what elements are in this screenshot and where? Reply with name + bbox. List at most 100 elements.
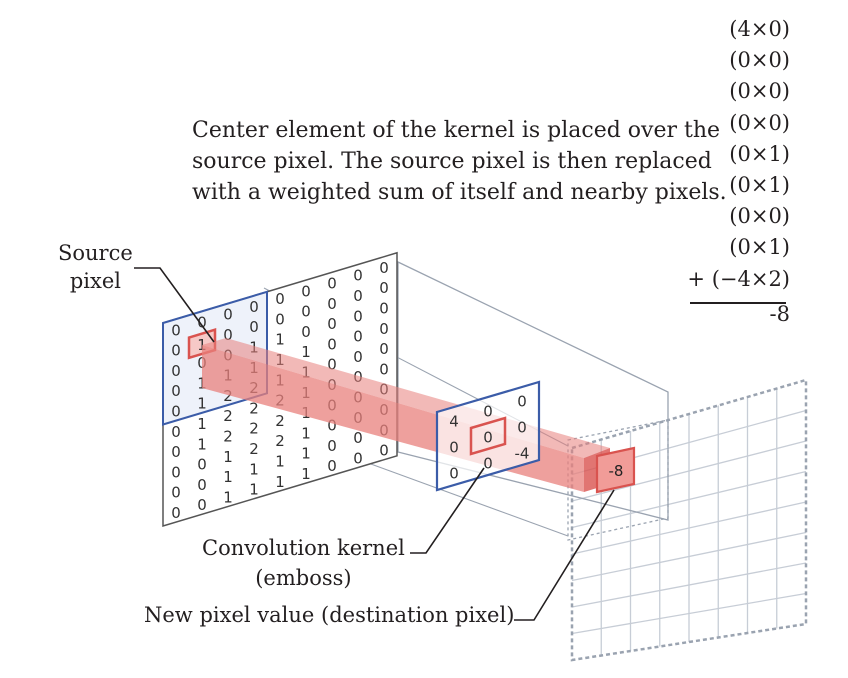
source-cell-value: 2 bbox=[249, 399, 259, 417]
source-cell-value: 0 bbox=[197, 496, 207, 514]
kernel-pointer-line bbox=[410, 467, 485, 554]
dest-grid-border bbox=[570, 378, 808, 662]
source-cell-value: 0 bbox=[327, 417, 337, 435]
source-cell-value: 1 bbox=[301, 445, 311, 463]
source-cell-value: 1 bbox=[275, 331, 285, 349]
description-line: source pixel. The source pixel is then r… bbox=[192, 149, 712, 174]
source-cell-value: 0 bbox=[171, 321, 181, 339]
kernel-cell-value: 0 bbox=[483, 454, 493, 472]
source-cell-value: 0 bbox=[327, 335, 337, 353]
calc-result: -8 bbox=[769, 301, 790, 326]
calc-term: + (−4×2) bbox=[687, 266, 790, 291]
source-cell-value: 0 bbox=[171, 382, 181, 400]
source-pixel-value: 1 bbox=[197, 336, 207, 354]
calc-term: (0×0) bbox=[729, 204, 790, 229]
dest-grid-line bbox=[571, 501, 807, 555]
source-label-line: pixel bbox=[69, 269, 121, 293]
source-cell-value: 1 bbox=[223, 468, 233, 486]
source-cell-value: 0 bbox=[327, 274, 337, 292]
source-cell-value: 0 bbox=[301, 323, 311, 341]
source-cell-value: 0 bbox=[223, 326, 233, 344]
kernel-cell-value: 0 bbox=[517, 418, 527, 436]
source-cell-value: 1 bbox=[197, 435, 207, 453]
source-cell-value: 1 bbox=[249, 481, 259, 499]
source-cell-value: 0 bbox=[353, 328, 363, 346]
source-cell-value: 0 bbox=[171, 342, 181, 360]
source-pointer-line bbox=[134, 267, 215, 343]
source-cell-value: 1 bbox=[223, 448, 233, 466]
kernel-cell-value: -4 bbox=[515, 444, 530, 462]
description-line: Center element of the kernel is placed o… bbox=[192, 118, 721, 143]
source-cell-value: 0 bbox=[171, 362, 181, 380]
source-cell-value: 1 bbox=[301, 424, 311, 442]
source-cell-value: 0 bbox=[379, 279, 389, 297]
source-cell-value: 0 bbox=[275, 290, 285, 308]
destination-pointer-line bbox=[514, 489, 615, 621]
source-cell-value: 0 bbox=[171, 484, 181, 502]
source-cell-value: 0 bbox=[379, 259, 389, 277]
source-cell-value: 0 bbox=[353, 429, 363, 447]
source-cell-value: 0 bbox=[301, 303, 311, 321]
source-cell-value: 1 bbox=[275, 473, 285, 491]
destination-label: New pixel value (destination pixel) bbox=[144, 603, 515, 627]
source-cell-value: 0 bbox=[171, 463, 181, 481]
source-cell-value: 0 bbox=[379, 442, 389, 460]
source-pixel-label: Source pixel bbox=[58, 241, 133, 293]
calc-term: (4×0) bbox=[729, 17, 790, 41]
destination-grid bbox=[570, 378, 808, 662]
source-cell-value: 2 bbox=[249, 440, 259, 458]
source-cell-value: 0 bbox=[171, 402, 181, 420]
calc-term: (0×1) bbox=[729, 235, 790, 260]
calc-term: (0×0) bbox=[729, 48, 790, 73]
source-cell-value: 0 bbox=[197, 476, 207, 494]
source-cell-value: 2 bbox=[275, 432, 285, 450]
source-cell-value: 0 bbox=[353, 287, 363, 305]
source-cell-value: 0 bbox=[379, 360, 389, 378]
sum-line bbox=[690, 302, 786, 304]
source-cell-value: 0 bbox=[327, 295, 337, 313]
source-cell-value: 0 bbox=[197, 456, 207, 474]
source-cell-value: 0 bbox=[327, 356, 337, 374]
source-cell-value: 0 bbox=[353, 449, 363, 467]
kernel-cell-value: 0 bbox=[483, 402, 493, 420]
source-cell-value: 1 bbox=[197, 395, 207, 413]
projection-frame bbox=[567, 419, 669, 541]
kernel-label: Convolution kernel (emboss) bbox=[202, 536, 405, 590]
source-cell-value: 0 bbox=[249, 318, 259, 336]
source-cell-value: 0 bbox=[171, 443, 181, 461]
source-cell-value: 1 bbox=[301, 343, 311, 361]
label-pointers bbox=[134, 267, 615, 621]
source-cell-value: 0 bbox=[249, 298, 259, 316]
source-label-line: Source bbox=[58, 241, 133, 265]
dest-grid-line bbox=[571, 592, 807, 635]
source-cell-value: 2 bbox=[223, 427, 233, 445]
kernel-cell-value: 0 bbox=[483, 428, 493, 446]
source-cell-value: 0 bbox=[353, 267, 363, 285]
kernel-border bbox=[435, 380, 541, 492]
calculation-stack: (4×0) (0×0) (0×0) (0×0) (0×1) (0×1) (0×0… bbox=[687, 14, 790, 330]
kernel-cell-value: 0 bbox=[449, 464, 459, 482]
source-cell-value: 1 bbox=[275, 452, 285, 470]
source-cell-value: 1 bbox=[301, 465, 311, 483]
source-cell-value: 2 bbox=[249, 420, 259, 438]
source-cell-value: 0 bbox=[327, 457, 337, 475]
source-cell-value: 0 bbox=[327, 437, 337, 455]
calc-term: (0×0) bbox=[729, 110, 790, 135]
kernel-cell-value: 0 bbox=[449, 438, 459, 456]
source-cell-value: 0 bbox=[379, 320, 389, 338]
calc-term: (0×1) bbox=[729, 141, 790, 166]
source-cell-value: 0 bbox=[275, 310, 285, 328]
kernel-label-line: (emboss) bbox=[255, 566, 352, 590]
dest-grid-line bbox=[571, 531, 807, 582]
source-cell-value: 0 bbox=[379, 299, 389, 317]
kernel-cell-value: 0 bbox=[517, 392, 527, 410]
dest-grid-line bbox=[571, 562, 807, 608]
description-text: Center element of the kernel is placed o… bbox=[192, 115, 727, 208]
source-cell-value: 1 bbox=[197, 415, 207, 433]
source-cell-value: 0 bbox=[327, 315, 337, 333]
source-cell-value: 2 bbox=[275, 412, 285, 430]
destination-pixel bbox=[595, 446, 636, 494]
source-cell-value: 0 bbox=[171, 504, 181, 522]
